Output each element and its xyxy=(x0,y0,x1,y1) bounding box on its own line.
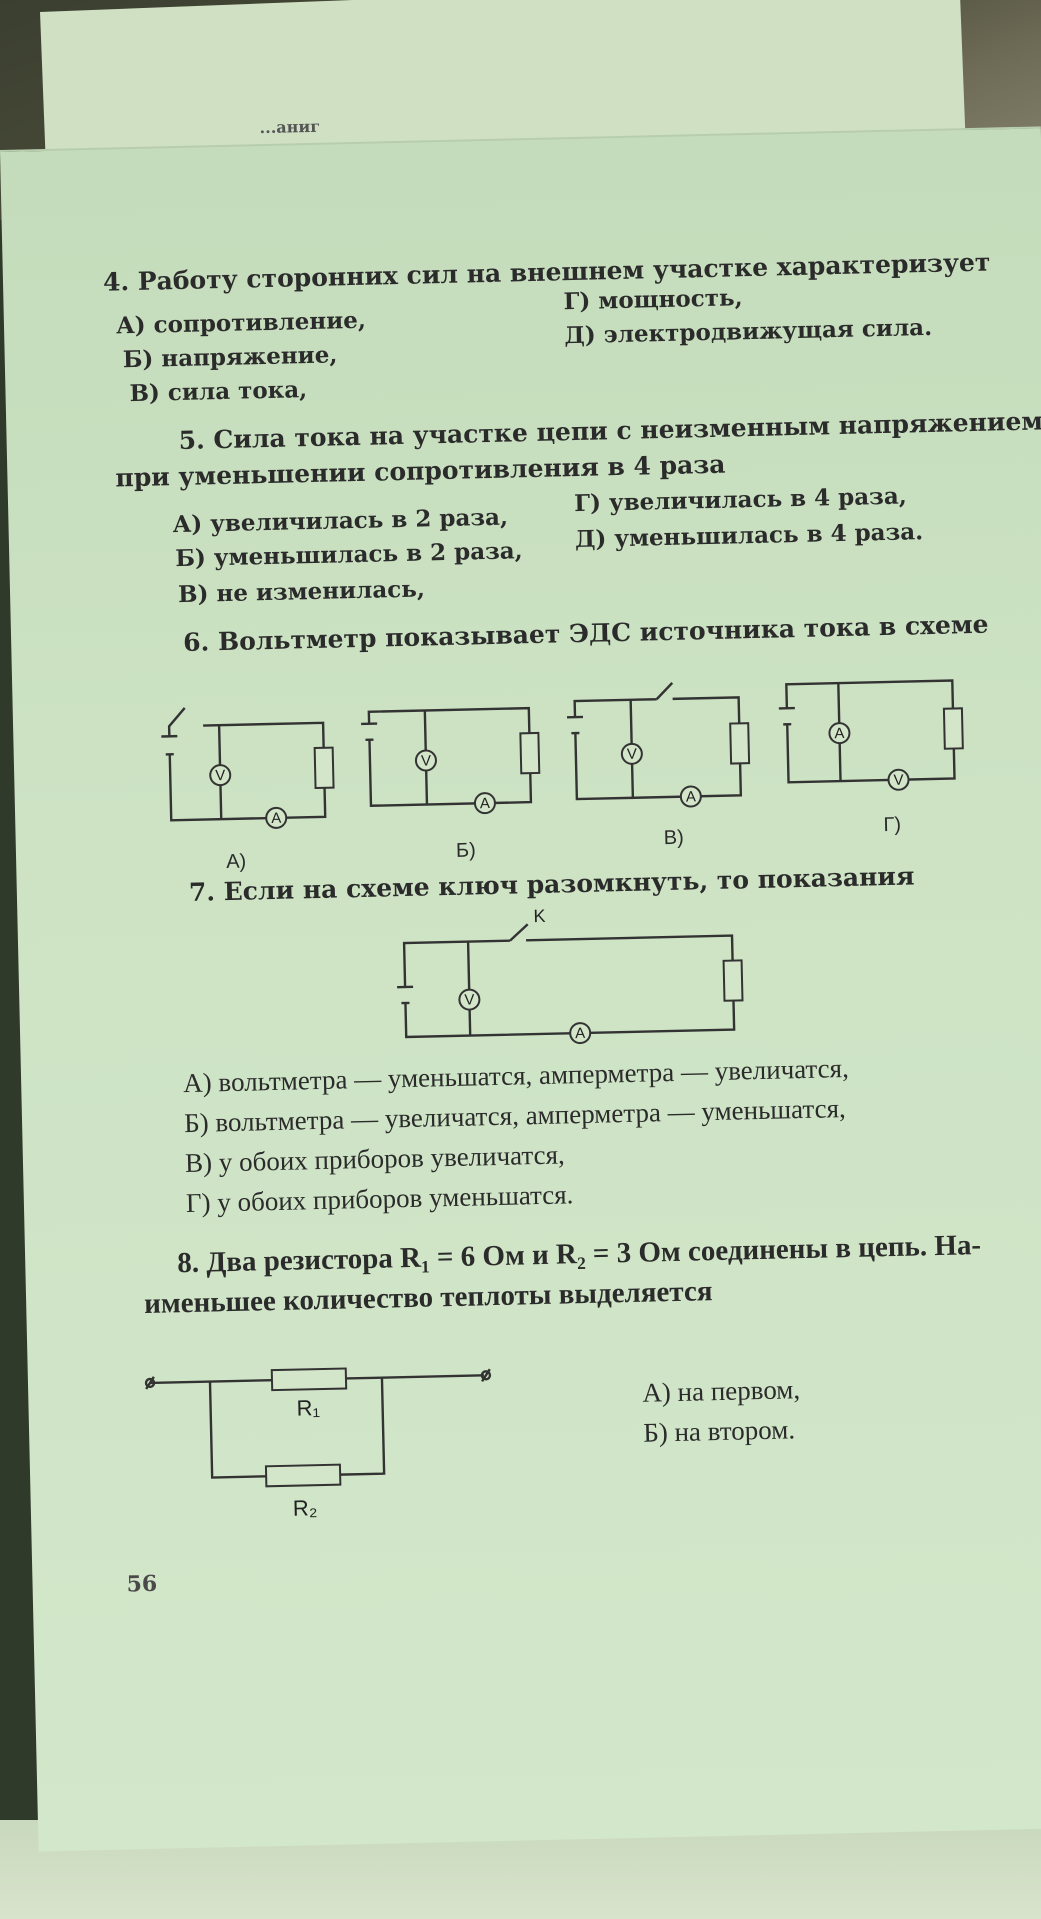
circuit-q7: V A K xyxy=(397,906,744,1045)
q5-option-g: Г) увеличилась в 4 раза, xyxy=(573,482,907,518)
ammeter-symbol: A xyxy=(480,795,490,812)
question-4: 4. Работу сторонних сил на внешнем участ… xyxy=(102,247,991,297)
circuit-q8: R₁ R₂ xyxy=(144,1367,492,1521)
voltmeter-icon xyxy=(620,742,643,765)
q4-option-d: Д) электродвижущая сила. xyxy=(564,313,933,350)
circuit-v-label: В) xyxy=(663,826,685,850)
circuit-g-wires xyxy=(778,679,956,784)
q8-option-a: А) на первом, xyxy=(642,1374,801,1408)
q5-option-b: Б) уменьшилась в 2 раза, xyxy=(175,537,523,573)
header-fragment: ...аниг xyxy=(259,116,321,138)
circuit-b: V A xyxy=(361,706,541,815)
voltmeter-icon xyxy=(414,749,437,772)
question-8-line2: именьшее количество теплоты выделяется xyxy=(143,1275,713,1321)
ammeter-icon xyxy=(828,722,851,745)
q7-option-a: А) вольтметра — уменьшатся, амперметра —… xyxy=(182,1052,850,1099)
circuit-g-label: Г) xyxy=(883,813,902,837)
ammeter-symbol: A xyxy=(686,788,696,805)
voltmeter-symbol: V xyxy=(893,772,903,789)
ammeter-icon xyxy=(265,806,288,829)
circuit-q8-wires xyxy=(149,1374,484,1479)
voltmeter-icon xyxy=(458,988,481,1011)
terminal-left-icon xyxy=(144,1377,156,1389)
voltmeter-icon xyxy=(887,768,910,791)
ammeter-symbol: A xyxy=(271,810,281,827)
q4-option-v: В) сила тока, xyxy=(129,376,308,408)
page-content: ...аниг 4. Работу сторонних сил на внешн… xyxy=(0,117,1041,1851)
question-6: 6. Вольтметр показывает ЭДС источника то… xyxy=(182,609,989,657)
ammeter-symbol: A xyxy=(575,1025,585,1042)
circuit-q7-wires xyxy=(397,923,736,1039)
q7-option-g: Г) у обоих приборов уменьшатся. xyxy=(185,1179,574,1219)
q7-option-b: Б) вольтметра — увеличатся, амперметра —… xyxy=(183,1093,846,1139)
question-7: 7. Если на схеме ключ разомкнуть, то пок… xyxy=(188,861,915,907)
resistor-icon xyxy=(313,746,335,790)
circuit-b-wires xyxy=(361,706,533,807)
textbook-page: ...аниг 4. Работу сторонних сил на внешн… xyxy=(0,117,1041,1852)
ammeter-symbol: A xyxy=(834,725,844,742)
resistor-icon xyxy=(722,959,744,1002)
ammeter-icon xyxy=(473,792,496,815)
question-5-line1: 5. Сила тока на участке цепи с неизменны… xyxy=(178,406,1041,456)
question-8-line1: 8. Два резистора R₁ = 6 Ом и R₂ = 3 Ом с… xyxy=(176,1229,982,1280)
resistor-icon xyxy=(942,707,964,750)
q7-option-v: В) у обоих приборов увеличатся, xyxy=(184,1139,565,1179)
circuit-a-wires xyxy=(161,707,327,822)
resistor-icon xyxy=(519,731,541,775)
page-number: 56 xyxy=(126,1570,158,1598)
r2-label: R₂ xyxy=(293,1495,318,1521)
terminal-right-icon xyxy=(480,1370,492,1381)
circuit-v: V A xyxy=(566,682,751,808)
q8-option-b: Б) на втором. xyxy=(642,1414,796,1448)
ammeter-icon xyxy=(569,1022,592,1045)
resistor-icon xyxy=(729,722,751,765)
circuit-g: A V xyxy=(778,679,964,791)
circuit-v-wires xyxy=(566,682,743,801)
ammeter-icon xyxy=(679,785,702,808)
voltmeter-symbol: V xyxy=(627,746,637,763)
circuit-a: V A xyxy=(161,707,335,829)
circuit-a-label: А) xyxy=(225,850,247,874)
q4-option-a: А) сопротивление, xyxy=(115,306,367,340)
voltmeter-symbol: V xyxy=(215,767,225,784)
resistor-r1-icon xyxy=(270,1367,348,1392)
voltmeter-symbol: V xyxy=(464,991,474,1008)
q4-option-g: Г) мощность, xyxy=(563,284,743,316)
key-label: K xyxy=(533,906,545,926)
q5-option-d: Д) уменьшилась в 4 раза. xyxy=(574,518,924,554)
resistor-r2-icon xyxy=(264,1463,342,1488)
q5-option-a: А) увеличилась в 2 раза, xyxy=(172,503,509,539)
voltmeter-symbol: V xyxy=(421,752,431,769)
q4-option-b: Б) напряжение, xyxy=(122,341,338,374)
q5-option-v: В) не изменилась, xyxy=(177,575,426,609)
r1-label: R₁ xyxy=(296,1395,320,1421)
voltmeter-icon xyxy=(209,764,232,787)
circuit-b-label: Б) xyxy=(455,839,477,862)
